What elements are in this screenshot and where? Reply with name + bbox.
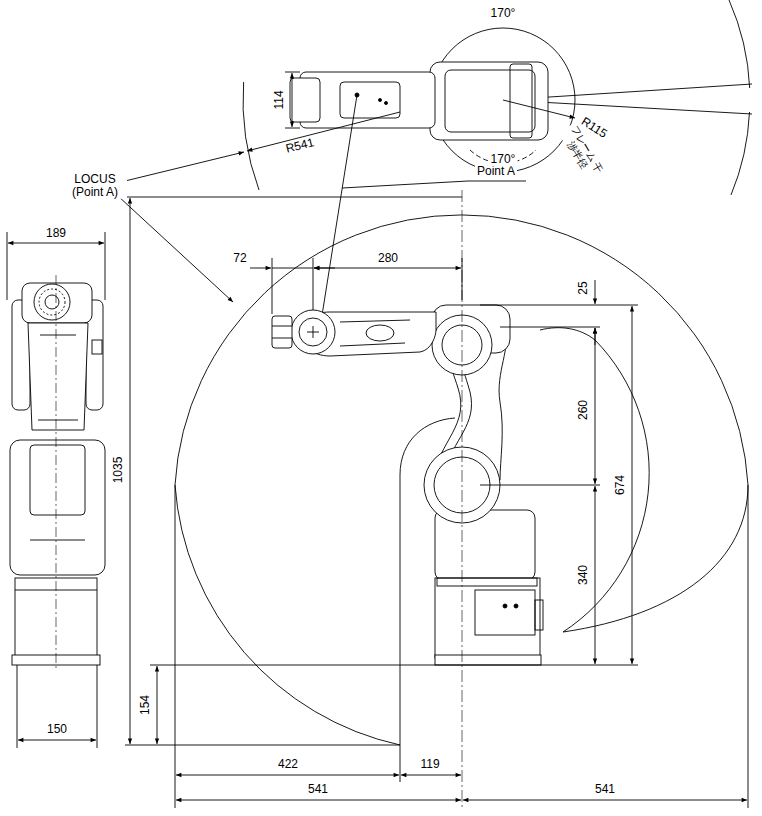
angle-label: 170° (489, 7, 518, 20)
flange (272, 316, 292, 348)
dimension-label: 422 (276, 758, 300, 771)
angle-label: 170° (489, 153, 518, 166)
wrist-front (22, 283, 92, 323)
leader-line (342, 181, 468, 188)
base-top-inner (445, 70, 535, 132)
dimension-label: 541 (306, 783, 330, 796)
leader-line (118, 196, 233, 302)
locus-label: LOCUS (Point A) (63, 173, 127, 199)
dimension-label: 114 (273, 88, 286, 111)
arm-front (28, 323, 88, 430)
dimension-label: 72 (231, 252, 248, 265)
dimension-label: 154 (139, 693, 152, 717)
dimension-label: 340 (577, 563, 590, 587)
leader-line (320, 95, 357, 328)
wrist-side (291, 310, 335, 354)
dimension-label: 280 (376, 252, 400, 265)
locus-arc (731, 112, 750, 195)
dim-line (292, 73, 293, 127)
point-a (307, 326, 319, 338)
locus-arc (243, 82, 259, 190)
dimension-label: 189 (44, 227, 68, 240)
dimension-label: 541 (593, 783, 617, 796)
point-label: Point A (475, 165, 517, 178)
base-top (430, 62, 548, 140)
locus-curve (175, 215, 748, 632)
wrist-top (290, 78, 320, 122)
connector-box (475, 590, 535, 635)
radius-leader (247, 112, 400, 151)
shoulder-front (10, 440, 105, 575)
radius-label: R541 (283, 136, 318, 157)
locus-arc (729, 0, 750, 88)
base-side (435, 578, 540, 658)
connector-top (510, 64, 532, 138)
dimension-label: 260 (577, 398, 590, 422)
dimension-label: 150 (45, 723, 69, 736)
dimension-label: 119 (418, 758, 441, 771)
dimension-label: 1035 (112, 455, 125, 486)
dimension-label: 674 (614, 473, 627, 497)
arm-detail (340, 82, 400, 118)
locus-curve (175, 418, 455, 745)
radius-leader (503, 100, 575, 118)
rotation-circle (431, 28, 575, 172)
leader-line (125, 152, 244, 181)
dimension-label: 25 (577, 279, 590, 296)
